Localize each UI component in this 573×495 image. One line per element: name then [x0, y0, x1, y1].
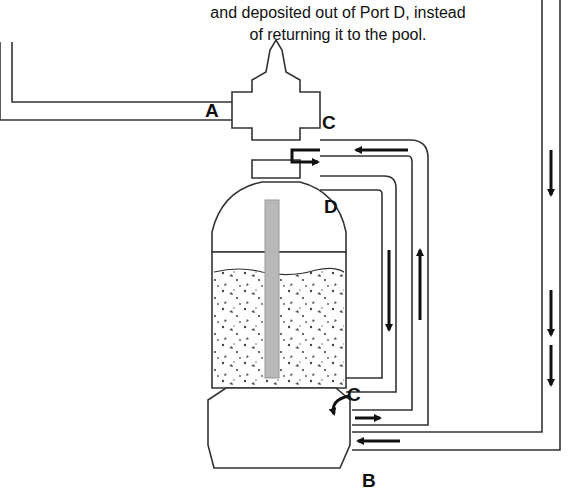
caption-note: and deposited out of Port D, instead of … — [210, 2, 466, 46]
port-letter: D — [324, 196, 338, 218]
port-letter: A — [205, 100, 219, 122]
port-letter: C — [322, 112, 336, 134]
port-letter: C — [347, 384, 361, 406]
port-letter: B — [362, 470, 376, 492]
